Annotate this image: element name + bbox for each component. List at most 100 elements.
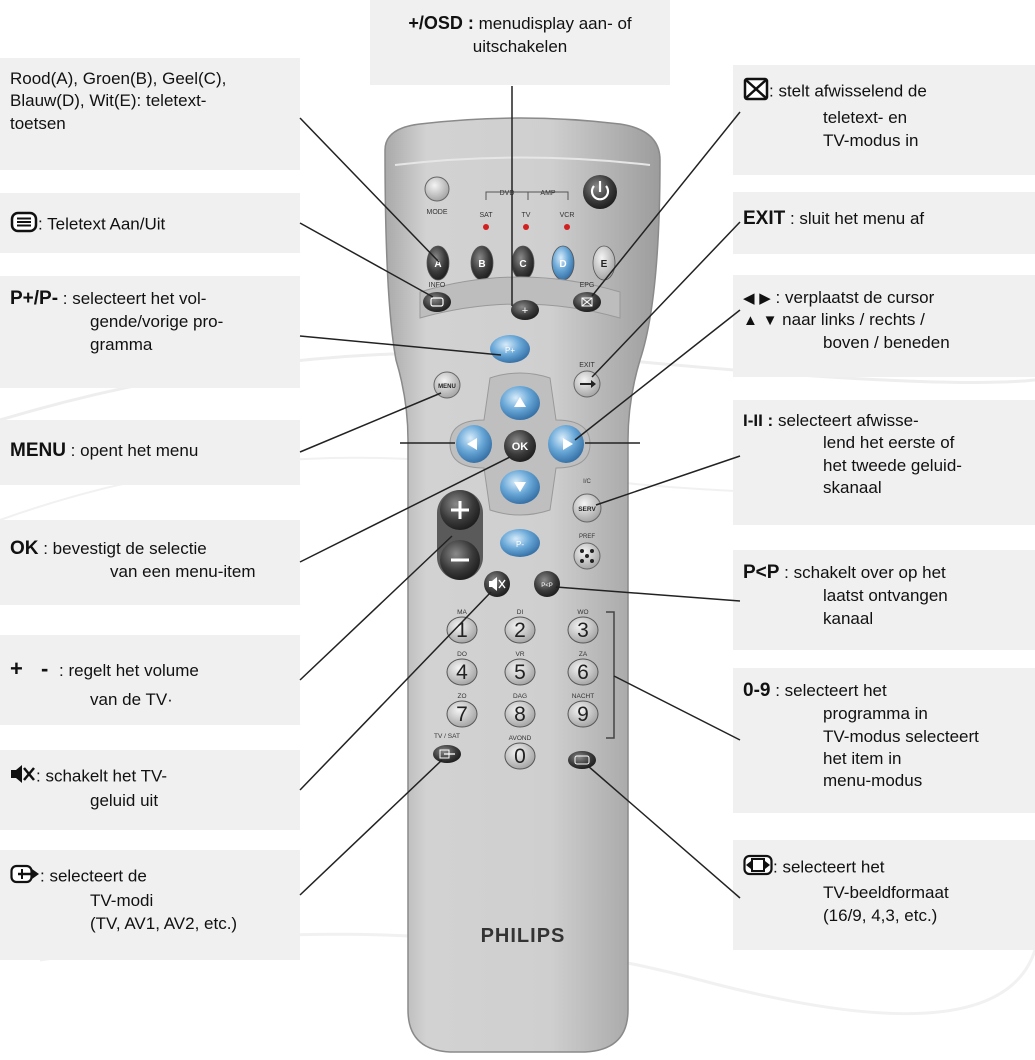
callout-format-line3: (16/9, 4,3, etc.): [823, 905, 938, 925]
digit-button-9[interactable]: [567, 700, 599, 728]
format-button-icon: [574, 755, 590, 765]
callout-digits-key: 0-9: [743, 680, 771, 701]
callout-mute-line2: geluid uit: [90, 791, 159, 811]
callout-color-keys: Rood(A), Groen(B), Geel(C), Blauw(D), Wi…: [0, 58, 300, 170]
callout-mix: : stelt afwisselend de teletext- en TV-m…: [733, 65, 1035, 175]
digit-button-3[interactable]: [567, 616, 599, 644]
format-button[interactable]: [568, 751, 596, 769]
callout-ok-line1: : bevestigt de selectie: [38, 539, 207, 558]
callout-mute-line1: : schakelt het TV-: [36, 766, 168, 786]
callout-color-line2: Blauw(D), Wit(E): teletext-: [10, 91, 207, 111]
callout-osd-sep: :: [462, 13, 474, 33]
mute-icon: [10, 764, 36, 790]
callout-pp-key: P<P: [743, 562, 780, 583]
left-arrow-icon: ◀: [743, 290, 755, 307]
info-label: INFO: [429, 282, 446, 289]
callout-cursor-line3: boven / beneden: [823, 332, 950, 352]
mode-button[interactable]: [424, 176, 450, 202]
callout-digits: 0-9 : selecteert het programma in TV-mod…: [733, 668, 1035, 813]
mix-icon: [743, 77, 769, 107]
callout-source-line2: TV-modi: [90, 891, 154, 911]
callout-menu: MENU : opent het menu: [0, 420, 300, 485]
callout-mute: : schakelt het TV- geluid uit: [0, 750, 300, 830]
led-vcr: [564, 224, 570, 230]
callout-dual: I-II : selecteert afwisse- lend het eers…: [733, 400, 1035, 525]
source-icon: [10, 864, 40, 890]
callout-dual-line3: het tweede geluid-: [823, 455, 962, 475]
callout-pp-line1: : schakelt over op het: [779, 563, 946, 582]
ok-button-label: OK: [512, 441, 529, 453]
callout-volume-key: + -: [10, 656, 55, 681]
callout-volume: + - : regelt het volume van de TV·: [0, 635, 300, 725]
callout-digits-line1: : selecteert het: [770, 681, 887, 700]
callout-cursor: ◀ ▶ : verplaatst de cursor ▲ ▼ naar link…: [733, 275, 1035, 377]
callout-volume-line2: van de TV·: [90, 690, 173, 710]
pp-button-label: P<P: [541, 583, 553, 589]
epg-label: EPG: [580, 282, 595, 289]
tv-label: TV: [522, 212, 531, 219]
digit-day-label: DI: [517, 609, 524, 616]
callout-format-line1: : selecteert het: [773, 857, 885, 877]
pp-button[interactable]: [534, 571, 560, 597]
callout-format: : selecteert het TV-beeldformaat (16/9, …: [733, 840, 1035, 950]
callout-mix-line2: teletext- en: [823, 108, 908, 128]
sat-label: SAT: [479, 212, 493, 219]
ok-button[interactable]: [504, 430, 536, 462]
digit-day-label: NACHT: [572, 693, 594, 700]
digit-label: 3: [577, 619, 589, 642]
digit-label: 8: [514, 703, 526, 726]
callout-color-line3: toetsen: [10, 113, 66, 133]
digit-day-label: DAG: [513, 693, 527, 700]
ic-label: I/C: [583, 479, 591, 485]
callout-pplus-line3: gramma: [90, 334, 153, 354]
digit-button-2[interactable]: [504, 616, 536, 644]
digit-day-label: DO: [457, 651, 467, 658]
callout-dual-line4: skanaal: [823, 478, 882, 498]
menu-button[interactable]: [433, 371, 461, 399]
exit-label: EXIT: [579, 362, 595, 369]
osd-button-icon: +: [522, 305, 528, 317]
digit-button-0[interactable]: [504, 742, 536, 770]
digit-label: 5: [514, 661, 526, 684]
callout-digits-line4: het item in: [823, 748, 902, 768]
callout-teletext-text: : Teletext Aan/Uit: [38, 214, 166, 234]
color-key-label: E: [601, 259, 608, 270]
callout-source-line1: : selecteert de: [40, 866, 147, 886]
mode-label: MODE: [427, 209, 448, 216]
callout-exit-text: : sluit het menu af: [785, 209, 925, 228]
digit-button-8[interactable]: [504, 700, 536, 728]
callout-pp: P<P : schakelt over op het laatst ontvan…: [733, 550, 1035, 650]
callout-digits-line3: TV-modus selecteert: [823, 726, 979, 746]
callout-mix-line1: : stelt afwisselend de: [769, 81, 927, 101]
serv-button[interactable]: [572, 493, 602, 523]
down-arrow-icon: ▼: [762, 312, 778, 330]
digit-button-5[interactable]: [504, 658, 536, 686]
callout-volume-line1: : regelt het volume: [54, 661, 199, 680]
callout-color-line1: Rood(A), Groen(B), Geel(C),: [10, 69, 227, 88]
callout-digits-line5: menu-modus: [823, 771, 923, 791]
color-key-label: C: [519, 259, 526, 270]
up-arrow-icon: ▲: [743, 312, 758, 330]
teletext-button[interactable]: [423, 292, 451, 312]
callout-format-line2: TV-beeldformaat: [823, 883, 949, 903]
callout-osd-text1: menudisplay aan- of: [473, 14, 632, 33]
callout-dual-key: I-II :: [743, 411, 774, 430]
pminus-label: P-: [516, 540, 524, 549]
callout-osd-text2: uitschakelen: [472, 36, 568, 56]
callout-exit-key: EXIT: [743, 208, 786, 229]
callout-ok-line2: van een menu-item: [110, 562, 256, 582]
callout-digits-line2: programma in: [823, 704, 928, 724]
vcr-label: VCR: [560, 212, 575, 219]
osd-button[interactable]: [511, 300, 539, 320]
color-key-label: D: [559, 259, 566, 270]
menu-button-label: MENU: [438, 384, 456, 390]
cursor-right-icon: [563, 438, 573, 450]
callout-source: : selecteert de TV-modi (TV, AV1, AV2, e…: [0, 850, 300, 960]
digit-day-label: ZO: [457, 693, 466, 700]
callout-pplus-key: P+/P-: [10, 288, 59, 309]
serv-button-label: SERV: [578, 506, 596, 513]
callout-cursor-line1: : verplaatst de cursor: [770, 288, 935, 307]
cursor-up-icon: [514, 397, 526, 407]
digit-button-6[interactable]: [567, 658, 599, 686]
